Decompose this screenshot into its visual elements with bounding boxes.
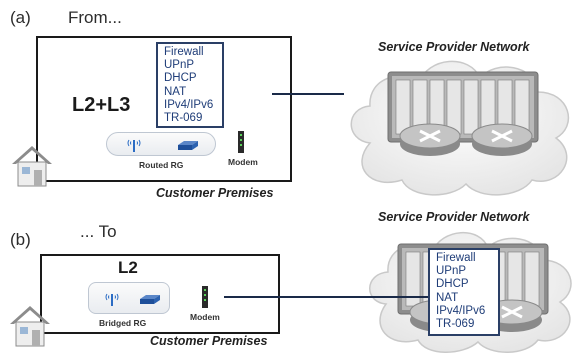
- panel-b-label: (b): [10, 230, 31, 249]
- premises-layer-label: L2+L3: [72, 94, 131, 116]
- premises-layer-label: L2: [118, 258, 138, 277]
- network-caption: Service Provider Network: [378, 210, 530, 224]
- rg-function-list: Firewall UPnP DHCP NAT IPv4/IPv6 TR-069: [428, 248, 500, 336]
- router-icon: [178, 141, 198, 150]
- function-item: TR-069: [436, 318, 475, 331]
- function-item: NAT: [436, 291, 459, 304]
- modem-icon: [202, 286, 208, 308]
- network-caption: Service Provider Network: [378, 40, 530, 54]
- router-icon: [140, 295, 160, 304]
- bridged-rg-device: [88, 282, 170, 314]
- function-item: UPnP: [436, 265, 467, 278]
- modem-icon: [238, 131, 244, 153]
- function-item: IPv4/IPv6: [164, 98, 214, 111]
- panel-a-title: From...: [68, 8, 122, 27]
- function-item: DHCP: [164, 72, 197, 85]
- customer-premises-box: [40, 254, 280, 334]
- function-item: Firewall: [436, 252, 476, 264]
- router-disc-icon: [399, 123, 461, 156]
- premises-caption: Customer Premises: [156, 186, 274, 200]
- function-item: IPv4/IPv6: [436, 304, 486, 317]
- function-item: DHCP: [436, 278, 469, 291]
- function-item: NAT: [164, 85, 187, 98]
- wireless-access-point-icon: [105, 293, 119, 306]
- function-item: Firewall: [164, 46, 204, 58]
- house-icon: [10, 306, 50, 347]
- house-icon: [12, 146, 52, 187]
- function-item: TR-069: [164, 112, 203, 125]
- rg-caption: Routed RG: [139, 160, 184, 170]
- panel-b-title: ... To: [80, 222, 117, 241]
- router-disc-icon: [471, 123, 533, 156]
- modem-caption: Modem: [190, 312, 220, 322]
- premises-caption: Customer Premises: [150, 334, 268, 348]
- function-item: UPnP: [164, 59, 195, 72]
- panel-a-label: (a): [10, 8, 31, 27]
- rg-function-list: Firewall UPnP DHCP NAT IPv4/IPv6 TR-069: [156, 42, 224, 128]
- wireless-access-point-icon: [127, 139, 141, 152]
- modem-caption: Modem: [228, 157, 258, 167]
- rg-caption: Bridged RG: [99, 318, 147, 328]
